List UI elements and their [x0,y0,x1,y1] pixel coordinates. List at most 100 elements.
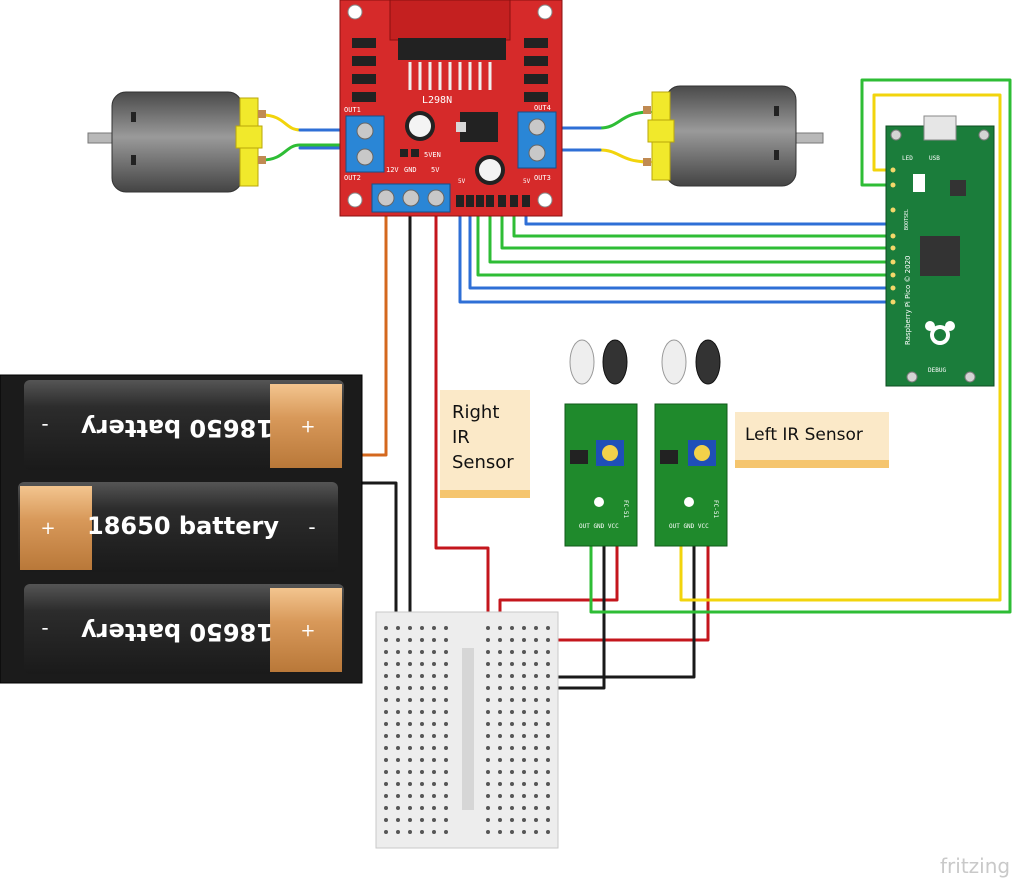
breadboard-hole [420,818,424,822]
breadboard-hole [486,758,490,762]
breadboard-hole [510,782,514,786]
breadboard-hole [498,806,502,810]
breadboard-hole [420,770,424,774]
breadboard-hole [396,674,400,678]
ir-left-pins: OUT GND VCC [669,523,709,530]
driver-chip-label: L298N [422,95,452,106]
breadboard-hole [498,638,502,642]
breadboard-hole [396,746,400,750]
breadboard-hole [486,734,490,738]
breadboard-hole [534,734,538,738]
breadboard-hole [408,746,412,750]
breadboard-hole [546,734,550,738]
breadboard-hole [486,818,490,822]
breadboard-hole [522,650,526,654]
pico-usb-label: USB [929,155,940,162]
breadboard-hole [486,686,490,690]
breadboard-hole [432,794,436,798]
wire-blue-enb [458,203,895,304]
wire-blue-in5 [468,203,895,290]
left-5v-label: 5V [458,178,466,185]
breadboard-hole [534,710,538,714]
breadboard-hole [546,722,550,726]
out4-label: OUT4 [534,104,551,112]
breadboard-hole [498,782,502,786]
battery-cell1-minus: - [41,414,48,438]
breadboard-hole [510,770,514,774]
ir-sensor-right: FC-51 OUT GND VCC [564,339,638,547]
breadboard-hole [444,626,448,630]
breadboard-hole [546,794,550,798]
breadboard-hole [384,722,388,726]
breadboard-hole [486,806,490,810]
breadboard-hole [510,794,514,798]
breadboard-hole [384,806,388,810]
wire-green-right-out [589,78,1012,614]
breadboard-hole [408,770,412,774]
breadboard-hole [498,626,502,630]
ir-sensor-left: FC-51 OUT GND VCC [654,339,728,547]
out3-label: OUT3 [534,174,551,182]
breadboard-hole [486,650,490,654]
breadboard-hole [384,698,388,702]
breadboard-hole [534,782,538,786]
note-left-label: Left IR Sensor [745,425,863,445]
breadboard-hole [384,758,388,762]
breadboard-hole [498,662,502,666]
breadboard-hole [444,710,448,714]
breadboard-hole [522,722,526,726]
breadboard-hole [522,710,526,714]
breadboard-hole [522,746,526,750]
breadboard-hole [432,806,436,810]
breadboard-hole [396,734,400,738]
breadboard-hole [534,626,538,630]
breadboard-hole [498,794,502,798]
breadboard-hole [546,818,550,822]
breadboard-hole [420,698,424,702]
breadboard-hole [534,758,538,762]
breadboard-hole [510,734,514,738]
breadboard-hole [444,806,448,810]
breadboard-hole [522,626,526,630]
breadboard-hole [510,758,514,762]
breadboard-hole [420,782,424,786]
breadboard-hole [534,698,538,702]
breadboard-hole [432,734,436,738]
breadboard-hole [396,830,400,834]
breadboard-hole [432,758,436,762]
breadboard-hole [396,770,400,774]
wire-green-in2 [500,203,895,250]
breadboard-hole [408,686,412,690]
breadboard-hole [444,722,448,726]
breadboard-hole [420,638,424,642]
breadboard-hole [534,830,538,834]
wire-green-in4 [476,203,895,277]
breadboard-hole [408,722,412,726]
breadboard-hole [420,734,424,738]
breadboard-hole [384,746,388,750]
breadboard-hole [384,782,388,786]
breadboard-hole [408,710,412,714]
breadboard-hole [444,818,448,822]
breadboard-hole [420,626,424,630]
breadboard-hole [384,686,388,690]
breadboard-hole [444,734,448,738]
breadboard-hole [408,638,412,642]
breadboard-hole [432,818,436,822]
raspberry-pi-pico: USB LED BOOTSEL Raspberry Pi Pico © 2020… [885,115,995,387]
breadboard-hole [444,770,448,774]
pico-debug-label: DEBUG [928,367,946,374]
breadboard-hole [432,782,436,786]
breadboard-hole [486,638,490,642]
breadboard-hole [384,734,388,738]
breadboard-hole [444,830,448,834]
breadboard-hole [486,782,490,786]
breadboard-hole [510,698,514,702]
breadboard-hole [408,782,412,786]
ir-right-pins: OUT GND VCC [579,523,619,530]
breadboard-hole [432,650,436,654]
pico-bootsel-label: BOOTSEL [904,209,910,230]
motor-left [87,91,266,193]
note-left-ir-sensor: Left IR Sensor [735,412,889,468]
breadboard-hole [534,770,538,774]
